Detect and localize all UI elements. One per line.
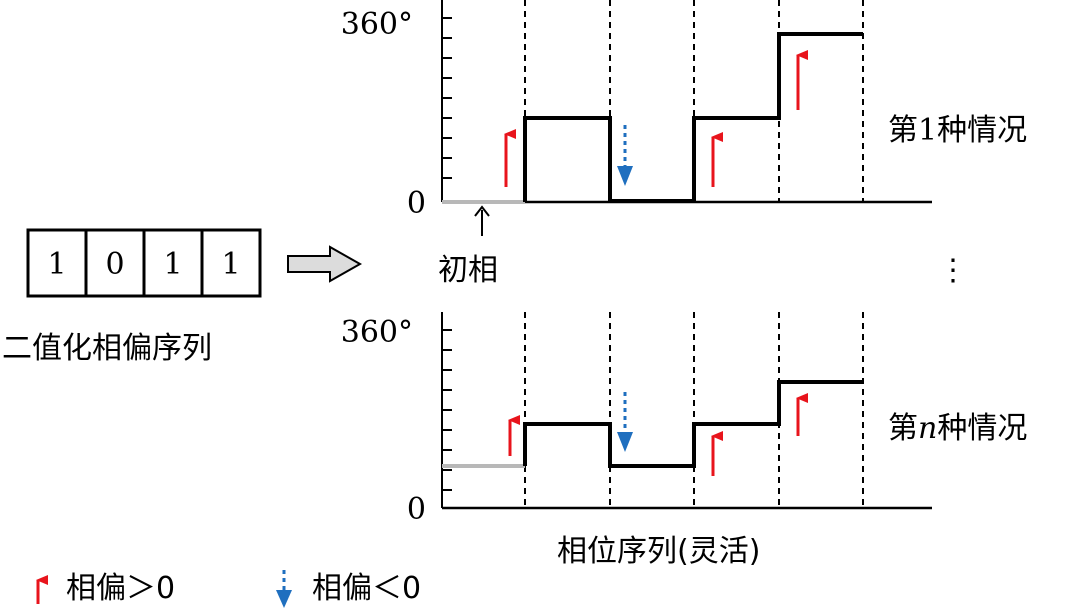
case-1-label: 第1种情况 <box>888 113 1027 148</box>
ellipsis: ⋮ <box>938 253 968 288</box>
initial-phase-label: 初相 <box>438 253 498 288</box>
top-y-min-label: 0 <box>407 186 426 221</box>
case-n-label: 第n种情况 <box>888 411 1027 446</box>
bit-2: 0 <box>105 247 124 282</box>
legend: 相偏＞0 相偏＜0 <box>36 570 421 608</box>
phase-step-line <box>523 380 863 468</box>
top-y-max-label: 360° <box>341 7 413 42</box>
legend-negative-label: 相偏＜0 <box>312 571 421 606</box>
x-caption: 相位序列(灵活) <box>557 534 760 569</box>
bit-1: 1 <box>47 247 66 282</box>
sequence-label: 二值化相偏序列 <box>2 331 212 366</box>
bit-4: 1 <box>221 247 240 282</box>
bottom-y-min-label: 0 <box>407 492 426 527</box>
bit-3: 1 <box>163 247 182 282</box>
block-arrow-icon <box>287 245 363 283</box>
top-chart: 360° 0 <box>341 0 932 236</box>
binary-sequence: 1 0 1 1 <box>26 228 262 298</box>
legend-positive-label: 相偏＞0 <box>66 571 175 606</box>
bottom-chart: 360° 0 <box>341 312 932 527</box>
bottom-y-max-label: 360° <box>341 315 413 350</box>
phase-step-line <box>523 32 863 203</box>
